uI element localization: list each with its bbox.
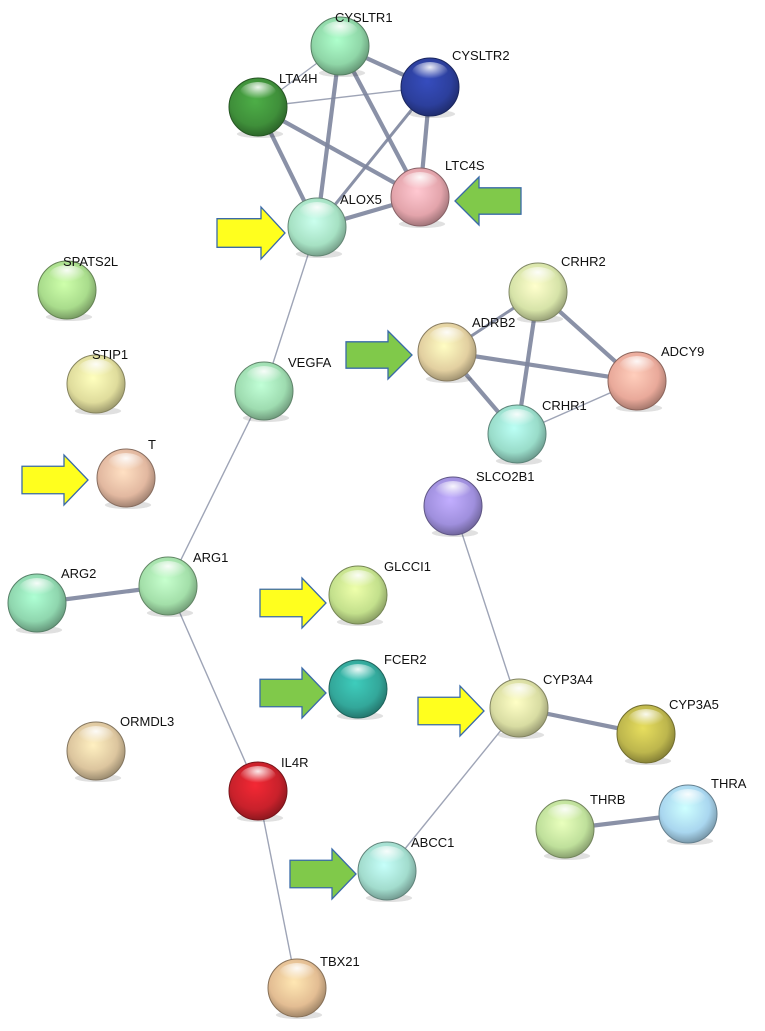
node-label-arg2: ARG2 <box>61 566 96 581</box>
node-label-glcci1: GLCCI1 <box>384 559 431 574</box>
node-label-cyp3a5: CYP3A5 <box>669 697 719 712</box>
node-abcc1[interactable]: ABCC1 <box>357 835 454 902</box>
node-ltc4s[interactable]: LTC4S <box>390 158 485 228</box>
node-highlight <box>49 265 85 286</box>
node-highlight <box>520 267 556 288</box>
node-highlight <box>547 804 583 825</box>
edge-cysltr1-alox5 <box>314 45 343 228</box>
edge-lta4h-ltc4s <box>256 105 422 199</box>
node-highlight <box>435 481 471 502</box>
node-highlight <box>78 726 114 747</box>
node-il4r[interactable]: IL4R <box>228 755 308 822</box>
node-tbx21[interactable]: TBX21 <box>267 954 360 1019</box>
node-label-thra: THRA <box>711 776 747 791</box>
node-vegfa[interactable]: VEGFA <box>234 355 332 422</box>
node-label-thrb: THRB <box>590 792 625 807</box>
node-highlight <box>246 366 282 387</box>
yellow-arrow-glcci1 <box>259 576 327 630</box>
node-thrb[interactable]: THRB <box>535 792 625 860</box>
node-arg2[interactable]: ARG2 <box>7 566 96 634</box>
node-adrb2[interactable]: ADRB2 <box>417 315 515 383</box>
edge-cysltr2-alox5 <box>315 86 432 228</box>
yellow-arrow-alox5 <box>216 205 286 261</box>
node-label-tbx21: TBX21 <box>320 954 360 969</box>
node-label-il4r: IL4R <box>281 755 308 770</box>
node-label-vegfa: VEGFA <box>288 355 332 370</box>
node-label-crhr2: CRHR2 <box>561 254 606 269</box>
node-cysltr2[interactable]: CYSLTR2 <box>400 48 510 118</box>
node-label-abcc1: ABCC1 <box>411 835 454 850</box>
node-t[interactable]: T <box>96 437 156 509</box>
node-highlight <box>619 356 655 377</box>
node-label-adrb2: ADRB2 <box>472 315 515 330</box>
arrows-layer <box>21 175 522 901</box>
node-glcci1[interactable]: GLCCI1 <box>328 559 431 626</box>
yellow-arrow-t <box>21 453 89 507</box>
node-label-ormdl3: ORMDL3 <box>120 714 174 729</box>
node-cysltr1[interactable]: CYSLTR1 <box>310 10 393 77</box>
node-label-spats2l: SPATS2L <box>63 254 118 269</box>
node-label-ltc4s: LTC4S <box>445 158 485 173</box>
node-alox5[interactable]: ALOX5 <box>287 192 382 258</box>
node-highlight <box>108 453 144 474</box>
node-label-adcy9: ADCY9 <box>661 344 704 359</box>
node-highlight <box>19 578 55 599</box>
node-stip1[interactable]: STIP1 <box>66 347 128 415</box>
node-highlight <box>150 561 186 582</box>
edge-arg1-il4r <box>167 585 259 792</box>
node-highlight <box>369 846 405 867</box>
node-highlight <box>501 683 537 704</box>
edge-adrb2-adcy9 <box>446 349 638 384</box>
node-thra[interactable]: THRA <box>658 776 747 845</box>
node-highlight <box>78 359 114 380</box>
node-cyp3a4[interactable]: CYP3A4 <box>489 672 593 739</box>
node-highlight <box>402 172 438 193</box>
node-highlight <box>240 766 276 787</box>
node-ormdl3[interactable]: ORMDL3 <box>66 714 174 782</box>
node-highlight <box>412 62 448 83</box>
node-highlight <box>670 789 706 810</box>
node-label-lta4h: LTA4H <box>279 71 318 86</box>
green-arrow-ltc4s <box>454 175 522 227</box>
node-label-t: T <box>148 437 156 452</box>
node-cyp3a5[interactable]: CYP3A5 <box>616 697 719 765</box>
node-adcy9[interactable]: ADCY9 <box>607 344 704 412</box>
edge-cyp3a4-abcc1 <box>386 707 520 872</box>
edges-layer <box>36 44 689 989</box>
edge-slco2b1-cyp3a4 <box>452 505 520 709</box>
node-highlight <box>240 82 276 103</box>
green-arrow-fcer2 <box>259 666 327 720</box>
green-arrow-abcc1 <box>289 847 357 901</box>
node-label-arg1: ARG1 <box>193 550 228 565</box>
node-label-cysltr2: CYSLTR2 <box>452 48 510 63</box>
node-highlight <box>628 709 664 730</box>
edge-il4r-tbx21 <box>257 790 298 989</box>
node-crhr1[interactable]: CRHR1 <box>487 398 587 465</box>
node-highlight <box>340 570 376 591</box>
node-fcer2[interactable]: FCER2 <box>328 652 427 720</box>
node-label-crhr1: CRHR1 <box>542 398 587 413</box>
node-label-cyp3a4: CYP3A4 <box>543 672 593 687</box>
node-label-cysltr1: CYSLTR1 <box>335 10 393 25</box>
node-highlight <box>499 409 535 430</box>
edge-vegfa-arg1 <box>167 390 265 587</box>
node-lta4h[interactable]: LTA4H <box>228 71 318 138</box>
node-highlight <box>429 327 465 348</box>
node-label-fcer2: FCER2 <box>384 652 427 667</box>
node-label-alox5: ALOX5 <box>340 192 382 207</box>
yellow-arrow-cyp3a4 <box>417 684 485 738</box>
node-highlight <box>279 963 315 984</box>
node-highlight <box>299 202 335 223</box>
green-arrow-adrb2 <box>345 329 413 381</box>
node-highlight <box>340 664 376 685</box>
node-highlight <box>322 21 358 42</box>
node-crhr2[interactable]: CRHR2 <box>508 254 606 323</box>
node-arg1[interactable]: ARG1 <box>138 550 228 617</box>
node-label-slco2b1: SLCO2B1 <box>476 469 535 484</box>
node-spats2l[interactable]: SPATS2L <box>37 254 118 321</box>
node-label-stip1: STIP1 <box>92 347 128 362</box>
node-slco2b1[interactable]: SLCO2B1 <box>423 469 535 537</box>
